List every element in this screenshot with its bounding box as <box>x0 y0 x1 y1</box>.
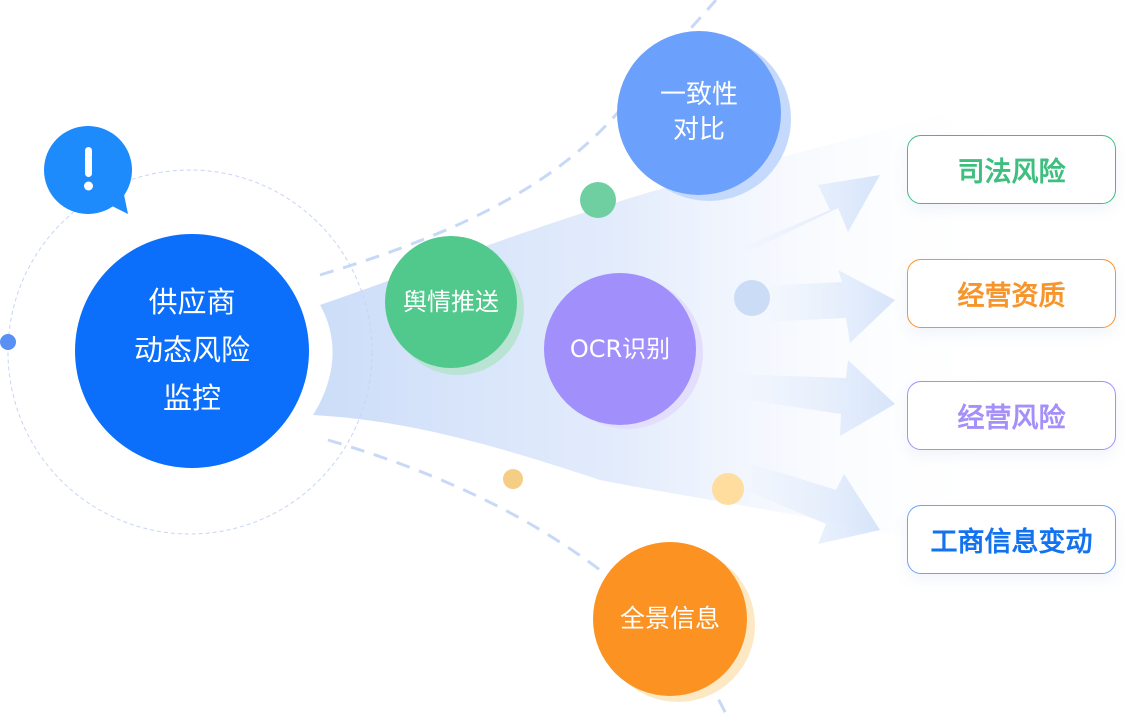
tag-operation-risk-label: 经营风险 <box>957 403 1066 434</box>
node-sentiment-label: 舆情推送 <box>403 287 499 316</box>
arrow-to-business-change <box>740 460 880 544</box>
tag-business-info-change[interactable]: 工商信息变动 <box>907 505 1116 574</box>
arrow-to-operation <box>735 360 895 436</box>
node-ocr: OCR识别 <box>544 273 696 425</box>
dot-pale-orange <box>712 473 744 505</box>
tag-judicial-risk[interactable]: 司法风险 <box>907 135 1116 204</box>
arrow-to-judicial <box>740 175 880 250</box>
node-ocr-label: OCR识别 <box>569 334 671 363</box>
center-node: 供应商 动态风险 监控 <box>75 234 309 468</box>
node-panorama-label: 全景信息 <box>619 604 720 634</box>
arrows <box>735 175 895 544</box>
dot-amber <box>503 469 523 489</box>
tag-judicial-risk-label: 司法风险 <box>957 157 1066 188</box>
tag-operation-risk[interactable]: 经营风险 <box>907 381 1116 450</box>
dot-blue <box>0 334 16 350</box>
node-consistency-label: 一致性 对比 <box>659 79 738 145</box>
exclamation-bubble-icon <box>44 126 132 214</box>
orbit-ring <box>7 169 373 535</box>
node-sentiment: 舆情推送 <box>385 236 517 368</box>
arrow-to-qualification <box>760 270 895 343</box>
tag-business-qualification-label: 经营资质 <box>957 281 1066 312</box>
center-node-label: 供应商 动态风险 监控 <box>133 285 250 415</box>
tag-business-qualification[interactable]: 经营资质 <box>907 259 1116 328</box>
node-panorama: 全景信息 <box>593 542 747 696</box>
tag-business-info-change-label: 工商信息变动 <box>930 527 1093 558</box>
dot-light-blue <box>734 280 770 316</box>
dot-green <box>580 182 616 218</box>
node-consistency: 一致性 对比 <box>617 31 781 195</box>
